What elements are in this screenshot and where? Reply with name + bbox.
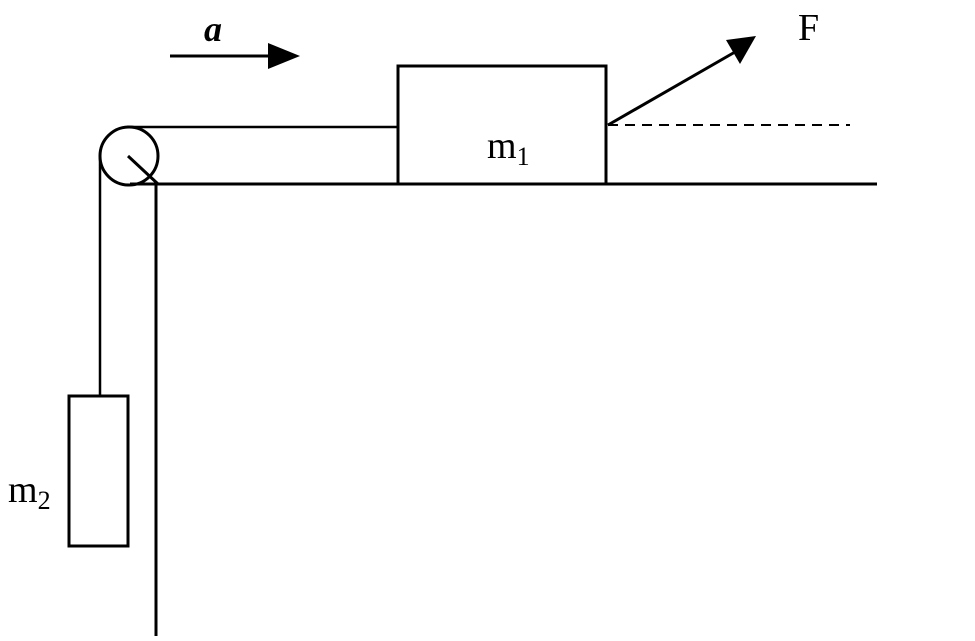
force-arrow-head (726, 36, 756, 64)
mass1-label-subscript: 1 (517, 142, 530, 171)
mass2-label-subscript: 2 (38, 486, 51, 515)
force-arrow-shaft (607, 50, 736, 127)
block-m2 (67, 394, 130, 548)
mass2-label-base: m (8, 469, 38, 511)
acceleration-label: a (204, 9, 222, 49)
pulley-mount (126, 154, 160, 186)
acceleration-arrow-head (268, 43, 300, 69)
block-m1 (396, 64, 608, 186)
mass1-label-base: m (487, 125, 517, 167)
mass2-label: m2 (8, 469, 51, 515)
mass1-label: m1 (487, 125, 530, 171)
force-label: F (798, 7, 819, 49)
